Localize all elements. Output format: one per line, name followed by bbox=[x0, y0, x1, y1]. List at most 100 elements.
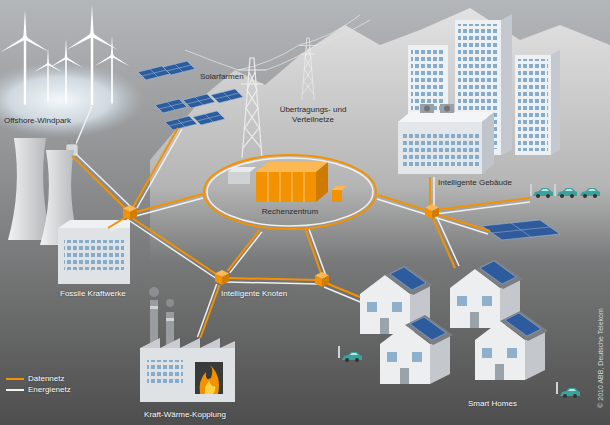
grid-node-cube bbox=[425, 204, 439, 219]
fossil-power-plant bbox=[64, 240, 124, 270]
node-label: Rechenzentrum bbox=[202, 207, 378, 217]
chp-plant bbox=[166, 318, 174, 321]
solar-panel bbox=[482, 220, 560, 240]
grid-lines bbox=[76, 154, 131, 207]
legend-label: Datennetz bbox=[28, 374, 64, 384]
grid-link bbox=[198, 284, 217, 337]
legend-sample bbox=[6, 385, 24, 395]
wind-turbines bbox=[33, 48, 62, 103]
solar-farm bbox=[163, 61, 195, 75]
electric-cars bbox=[554, 184, 556, 196]
chp-plant bbox=[149, 287, 159, 297]
grid-lines bbox=[433, 177, 435, 208]
node-label: Fossile Kraftwerke bbox=[60, 289, 127, 299]
chp-plant bbox=[140, 338, 235, 348]
grid-label: Übertragungs- und Verteilnetze bbox=[268, 105, 358, 125]
smart-buildings bbox=[440, 104, 454, 113]
grid-ring bbox=[202, 152, 378, 230]
grid-lines bbox=[137, 129, 182, 208]
grid-lines bbox=[436, 202, 530, 214]
grid-lines bbox=[378, 195, 428, 211]
grid-node-cube bbox=[315, 272, 329, 287]
legend-row: Energienetz bbox=[6, 385, 49, 396]
legend-sample bbox=[6, 374, 24, 384]
wind-turbines bbox=[0, 9, 50, 104]
legend-sample bbox=[6, 378, 24, 380]
plug bbox=[68, 140, 69, 144]
chp-plant bbox=[140, 287, 235, 402]
grid-node-cube bbox=[123, 205, 137, 220]
windpark-label: Offshore-Windpark bbox=[4, 116, 72, 126]
electric-cars bbox=[557, 188, 577, 198]
data-center bbox=[316, 162, 328, 202]
legend-row: Datennetz bbox=[6, 374, 49, 385]
solar-farm bbox=[211, 89, 243, 103]
grid-link bbox=[200, 285, 219, 338]
grid-link bbox=[230, 232, 262, 273]
grid-link bbox=[198, 284, 220, 338]
legend: DatennetzEnergienetz bbox=[6, 374, 49, 396]
grid-lines bbox=[429, 177, 431, 208]
smart-homes bbox=[380, 315, 453, 384]
chp-plant bbox=[150, 306, 158, 309]
electric-cars bbox=[580, 188, 600, 198]
power-plant-label: Fossile Kraftwerke bbox=[60, 289, 127, 299]
smart-buildings bbox=[398, 14, 560, 174]
smart-buildings bbox=[482, 112, 494, 174]
legend-sample bbox=[6, 389, 24, 391]
grid-node: Intelligente Knoten bbox=[215, 271, 229, 285]
grid-lines bbox=[434, 217, 488, 234]
node-label: Kraft-Wärme-Kopplung bbox=[125, 410, 245, 420]
background bbox=[0, 62, 145, 138]
grid-node-cube bbox=[215, 270, 229, 285]
solar-panel bbox=[511, 223, 531, 237]
data-center bbox=[256, 162, 328, 172]
chp-plant bbox=[195, 362, 223, 394]
solar-label: Solarfarmen bbox=[200, 72, 245, 82]
smart-buildings bbox=[398, 122, 482, 174]
node-label: Übertragungs- und Verteilnetze bbox=[268, 105, 358, 125]
smart-buildings bbox=[444, 106, 450, 112]
fossil-power-plant bbox=[58, 228, 130, 284]
node-label: Intelligente Gebäude bbox=[438, 178, 513, 188]
grid-lines bbox=[136, 198, 203, 216]
smart-buildings bbox=[515, 55, 551, 155]
grid-lines bbox=[226, 278, 318, 280]
chp-plant bbox=[140, 348, 235, 402]
grid-lines bbox=[72, 128, 530, 306]
power-pylons bbox=[185, 15, 370, 158]
grid-lines bbox=[377, 199, 428, 215]
smart-buildings bbox=[420, 104, 434, 113]
smart-buildings bbox=[424, 106, 430, 112]
grid-lines bbox=[111, 219, 129, 231]
solar-farm bbox=[138, 61, 243, 130]
background bbox=[150, 8, 610, 262]
chp-plant: Kraft-Wärme-Kopplung bbox=[125, 338, 245, 423]
power-pylons bbox=[185, 15, 370, 70]
grid-lines bbox=[72, 156, 127, 210]
wind-turbines bbox=[94, 36, 130, 104]
chp-plant bbox=[166, 299, 174, 307]
smart-homes bbox=[338, 346, 340, 358]
data-center bbox=[332, 190, 342, 202]
smart-homes bbox=[475, 311, 548, 380]
wind-turbines bbox=[49, 39, 84, 104]
data-center-ring: Rechenzentrum bbox=[202, 152, 378, 230]
grid-link bbox=[227, 230, 259, 271]
plug bbox=[76, 106, 92, 144]
data-center bbox=[256, 172, 316, 202]
smart-homes bbox=[342, 352, 362, 362]
copyright-note: © 2010 ABB, Deutsche Telekom bbox=[596, 298, 606, 418]
plug bbox=[74, 140, 75, 144]
grid-lines bbox=[436, 215, 459, 266]
node-label: Solarfarmen bbox=[200, 72, 245, 82]
data-center bbox=[228, 172, 250, 184]
grid-lines bbox=[132, 218, 219, 276]
data-center bbox=[332, 186, 346, 190]
grid-lines bbox=[309, 229, 326, 276]
grid-lines bbox=[226, 282, 318, 284]
